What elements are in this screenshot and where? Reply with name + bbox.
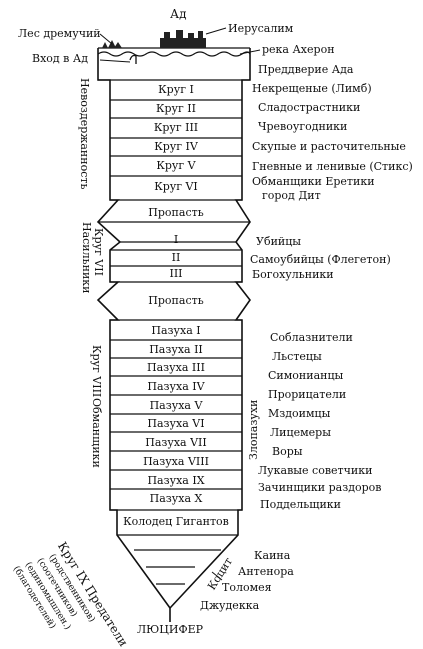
label-incontinence: Невоздержанность (78, 78, 91, 190)
well-of-giants: Колодец Гигантов (123, 515, 229, 528)
abyss-2: Пропасть (148, 294, 204, 307)
label-fraudulent: Обманщики (90, 398, 103, 468)
jerusalem-icon (160, 30, 206, 48)
sinners-suicides: Самоубийцы (Флегетон) (250, 253, 391, 266)
sinners-avaricious: Скупые и расточительные (252, 140, 406, 153)
title-hell: Ад (170, 7, 187, 21)
abyss-1: Пропасть (148, 206, 204, 219)
bolgia-1: Пазуха I (151, 324, 201, 337)
zone-ptolomea: Толомея (222, 581, 272, 594)
cave-entrance (129, 54, 137, 64)
pointer-acheron (239, 49, 261, 55)
label-entrance: Вход в Ад (32, 52, 88, 65)
label-circle-8: Круг VIII (90, 345, 103, 398)
ring-7-1: I (173, 233, 179, 246)
sinners-barrators: Мздоимцы (268, 407, 331, 420)
circle-3: Круг III (153, 121, 199, 134)
sinners-thieves: Воры (272, 445, 303, 458)
label-acheron: река Ахерон (262, 43, 335, 56)
pointer-jerusalem (205, 27, 227, 35)
zone-caina: Каина (254, 549, 291, 562)
sinners-heretics: Обманщики Еретики (252, 175, 375, 188)
pointer-forest (99, 33, 113, 45)
bolgia-10: Пазуха X (149, 492, 203, 505)
sinners-blasphemers: Богохульники (252, 268, 334, 281)
sinners-hypocrites: Лицемеры (270, 426, 331, 439)
sinners-soothsayers: Прорицатели (268, 388, 347, 401)
bolgia-8: Пазуха VIII (143, 455, 209, 468)
sinners-falsifiers: Поддельщики (260, 498, 342, 511)
label-lucifer: ЛЮЦИФЕР (136, 623, 204, 636)
label-jerusalem: Иерусалим (228, 22, 294, 35)
zone-antenora: Антенора (238, 565, 294, 578)
sinners-flatterers: Льстецы (272, 350, 322, 363)
sinners-simoniacs: Симонианцы (268, 369, 344, 382)
circle-1: Круг I (158, 83, 194, 96)
label-dark-forest: Лес дремучий (18, 27, 101, 40)
bolgia-4: Пазуха IV (147, 380, 205, 393)
sinners-limbo: Некрещеные (Лимб) (252, 82, 372, 95)
bolgia-2: Пазуха II (149, 343, 203, 356)
circle-2: Круг II (156, 102, 196, 115)
ring-7-3: III (169, 267, 183, 280)
circle-6: Круг VI (154, 180, 198, 193)
circle-5: Круг V (156, 159, 196, 172)
sinners-counselors: Лукавые советчики (258, 464, 373, 477)
bolgia-5: Пазуха V (149, 399, 203, 412)
bolgia-6: Пазуха VI (147, 417, 205, 430)
label-violent: Насильники (80, 222, 93, 294)
acheron-river (97, 51, 251, 57)
sinners-lustful: Сладострастники (258, 101, 361, 114)
circle-4: Круг IV (154, 140, 198, 153)
label-malebolge: Злопазухи (247, 399, 260, 460)
sinners-seducers: Соблазнители (270, 331, 353, 344)
label-vestibule: Преддверие Ада (258, 63, 354, 76)
ring-7-2: II (171, 251, 181, 264)
label-city-dis: город Дит (262, 189, 321, 202)
bolgia-3: Пазуха III (147, 361, 205, 374)
bolgia-7: Пазуха VII (145, 436, 207, 449)
zone-judecca: Джудекка (200, 599, 260, 612)
bolgia-9: Пазуха IX (147, 474, 205, 487)
sinners-schismatics: Зачинщики раздоров (258, 481, 382, 494)
pointer-cocytus (211, 571, 223, 581)
sinners-murderers: Убийцы (256, 235, 302, 248)
sinners-wrathful: Гневные и ленивые (Стикс) (252, 160, 413, 173)
label-circle-7: Круг VII (92, 228, 105, 276)
pointer-entrance (99, 59, 131, 63)
sinners-gluttons: Чревоугодники (258, 120, 348, 133)
